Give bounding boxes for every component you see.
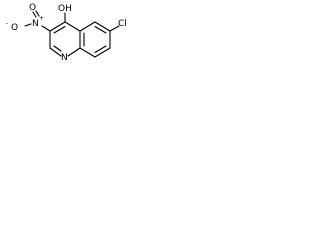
nitro-o-double-label: O <box>29 3 36 13</box>
bond-c6-cl <box>109 25 120 32</box>
ring-n-label: N <box>61 53 68 63</box>
bond-c2-n1-inner <box>53 45 62 52</box>
bond-n1-c2 <box>49 47 62 57</box>
bond-c8-c8a <box>79 47 96 58</box>
atom-labels: OH Cl N + O - O N <box>6 3 127 63</box>
nitro-n-charge: + <box>39 15 44 22</box>
bond-nitro-n-o-double-a <box>32 11 37 18</box>
bond-c7-c8-inner <box>94 45 107 54</box>
bond-c4-c4a <box>64 21 81 32</box>
nitro-o-charge: - <box>6 20 8 27</box>
bond-c3-nitro-n <box>41 25 51 32</box>
oh-label: OH <box>58 4 72 14</box>
bond-c5-c6-inner <box>94 25 107 34</box>
bond-c3-c4 <box>49 21 66 32</box>
bond-nitro-n-o-single <box>24 23 32 27</box>
structure-canvas: OH Cl N + O - O N <box>6 3 127 63</box>
bond-c4a-c5 <box>79 21 96 32</box>
bond-c5-c6 <box>94 21 111 32</box>
nitro-o-single-label: O <box>11 23 18 33</box>
nitro-n-label: N <box>32 19 39 29</box>
cl-label: Cl <box>118 19 127 29</box>
bond-c3-c4-inner <box>53 25 66 34</box>
bond-c8a-n1 <box>67 47 81 57</box>
bonds <box>24 10 120 58</box>
bond-nitro-n-o-double-b <box>35 10 40 17</box>
bond-c7-c8 <box>94 47 111 58</box>
